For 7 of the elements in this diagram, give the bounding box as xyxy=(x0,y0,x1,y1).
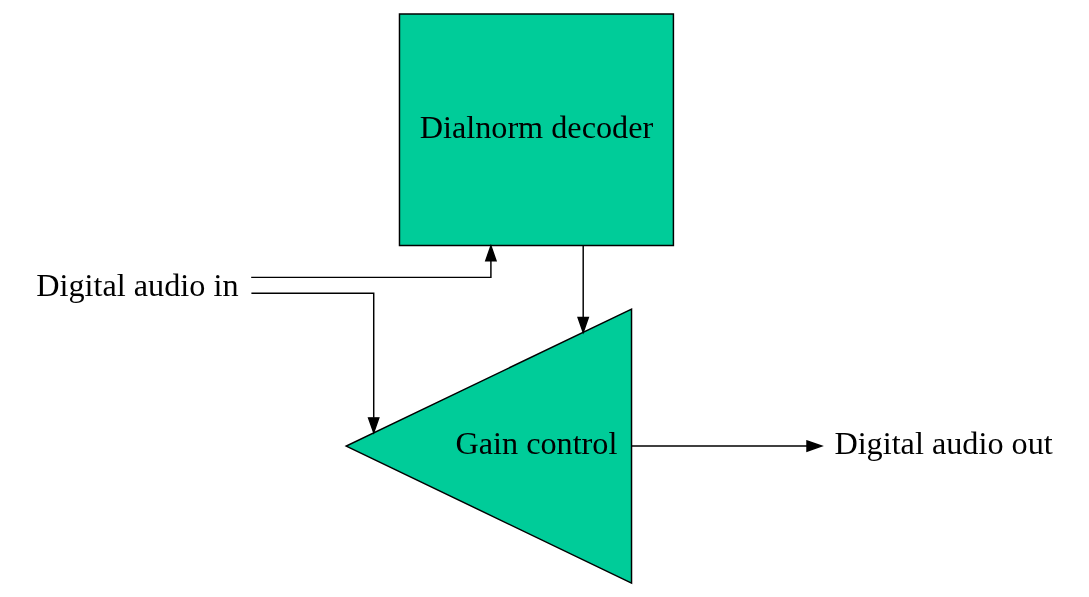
arrow xyxy=(631,439,824,453)
node-text: Digital audio in xyxy=(36,267,239,304)
arrow xyxy=(250,243,498,279)
arrow xyxy=(577,244,590,335)
node-box: Dialnorm decoder xyxy=(398,13,675,247)
node-text: Digital audio out xyxy=(834,425,1053,462)
arrow xyxy=(250,292,380,435)
